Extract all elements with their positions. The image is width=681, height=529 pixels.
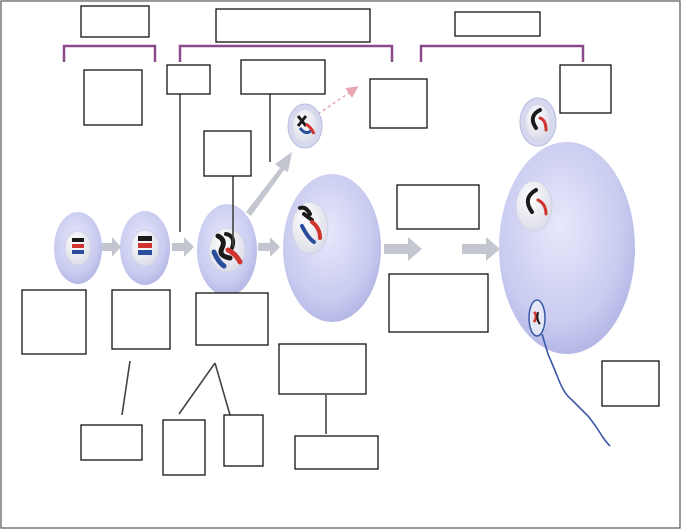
- chromosome-red: [538, 116, 548, 132]
- chromosome-black: [296, 115, 308, 127]
- chromosome-red: [305, 122, 316, 135]
- chromosome-blue: [138, 250, 152, 255]
- leader-line: [214, 362, 231, 416]
- cell-1: [54, 212, 102, 284]
- blank-label-box[interactable]: [162, 419, 206, 476]
- arrow-4: [384, 237, 422, 261]
- chromosome-red: [532, 311, 538, 323]
- chromosome-black: [530, 108, 542, 130]
- chromosome-red: [310, 220, 322, 240]
- blank-label-box[interactable]: [369, 78, 428, 129]
- blank-label-box[interactable]: [454, 11, 541, 37]
- arrow-2: [172, 237, 194, 257]
- polar-body-2-nucleus: [526, 105, 550, 139]
- blank-label-box[interactable]: [83, 69, 143, 126]
- blank-label-box[interactable]: [21, 289, 87, 355]
- blank-label-box[interactable]: [223, 414, 264, 467]
- bracket-right: [419, 44, 585, 62]
- chromosome-red: [72, 244, 84, 248]
- ovum-nucleus: [515, 180, 553, 232]
- bracket-left: [62, 44, 157, 62]
- ovum: [499, 142, 635, 354]
- blank-label-box[interactable]: [240, 59, 326, 95]
- leader-line: [121, 360, 131, 416]
- ovum-cytoplasm: [499, 142, 635, 354]
- chromosome-blue: [72, 250, 84, 254]
- blank-label-box[interactable]: [601, 360, 660, 407]
- first-polar-body: [287, 103, 323, 149]
- arrow-1: [102, 237, 121, 257]
- blank-label-box[interactable]: [215, 8, 371, 43]
- chromosome-black: [72, 238, 84, 242]
- blank-label-box[interactable]: [294, 435, 379, 470]
- dashed-arrow: [317, 86, 359, 115]
- secondary-oocyte: [283, 174, 381, 322]
- secondary-oocyte-cytoplasm: [283, 174, 381, 322]
- blank-label-box[interactable]: [195, 292, 269, 346]
- arrow-3: [258, 237, 280, 257]
- arrow-5: [462, 237, 500, 261]
- blank-label-box[interactable]: [388, 273, 489, 333]
- second-polar-body: [519, 97, 557, 147]
- blank-label-boxes: [21, 5, 660, 476]
- blank-label-box[interactable]: [166, 64, 211, 95]
- blank-label-box[interactable]: [80, 424, 143, 461]
- chromosome-black: [525, 188, 538, 214]
- cell-3: [197, 204, 257, 296]
- process-arrows: [102, 152, 500, 261]
- chromosome-black: [215, 233, 233, 261]
- sperm: [528, 299, 611, 447]
- leader-line: [178, 362, 216, 415]
- chromosome-red: [225, 247, 243, 265]
- chromosome-black: [138, 236, 152, 241]
- blank-label-box[interactable]: [278, 343, 367, 395]
- secondary-oocyte-nucleus: [291, 201, 329, 255]
- chromosome-black: [298, 205, 314, 222]
- leader-lines: [121, 94, 327, 434]
- chromosome-red: [536, 198, 548, 216]
- blank-label-box[interactable]: [203, 130, 252, 177]
- blank-label-box[interactable]: [80, 5, 150, 38]
- blank-label-box[interactable]: [559, 64, 612, 114]
- chromosome-blue: [300, 224, 316, 244]
- cell-2: [120, 211, 170, 285]
- blank-label-box[interactable]: [111, 289, 171, 350]
- sperm-tail: [541, 333, 611, 447]
- chromosome-blue: [211, 249, 227, 269]
- bracket-middle: [178, 44, 394, 62]
- arrow-polar-body: [246, 152, 292, 216]
- chromosome-black: [536, 311, 541, 325]
- chromosome-red: [138, 243, 152, 248]
- blank-label-box[interactable]: [396, 184, 480, 230]
